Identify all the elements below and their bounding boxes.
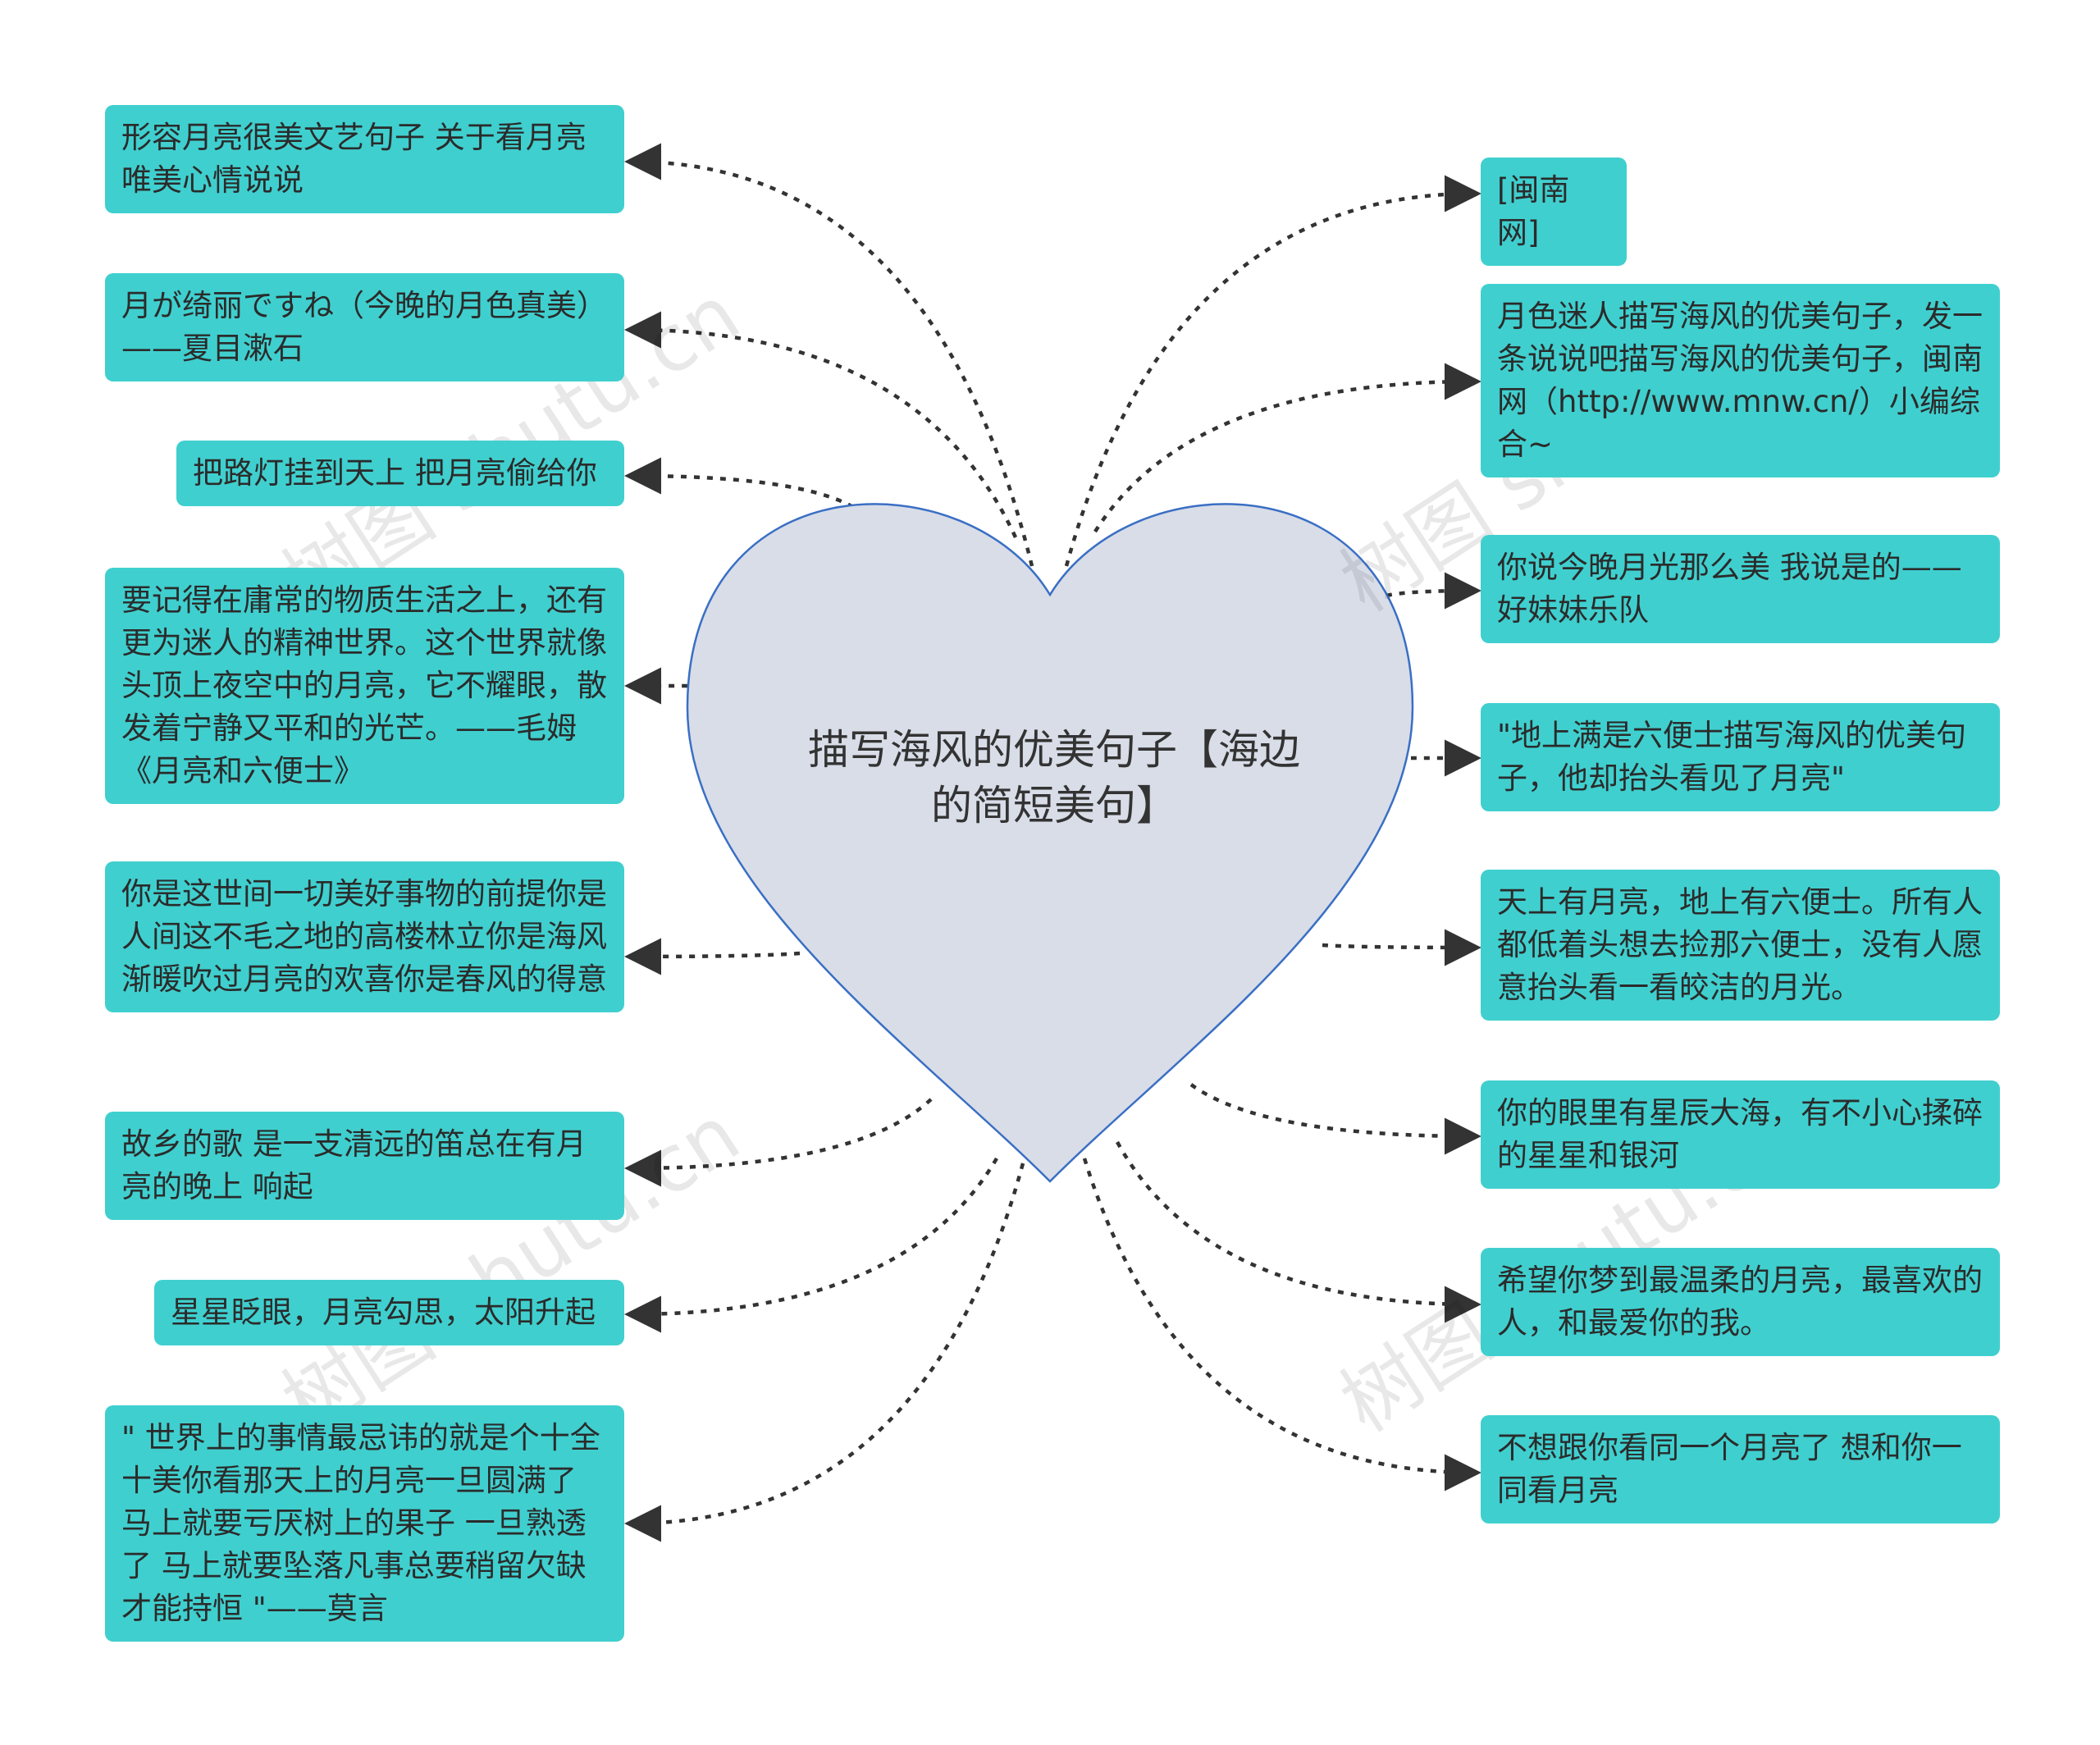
left-node-8[interactable]: " 世界上的事情最忌讳的就是个十全十美你看那天上的月亮一旦圆满了 马上就要亏厌树…	[105, 1405, 624, 1642]
right-node-4[interactable]: "地上满是六便士描写海风的优美句子，他却抬头看见了月亮"	[1481, 703, 2000, 811]
left-node-2[interactable]: 月が绮丽ですね（今晚的月色真美）——夏目漱石	[105, 273, 624, 381]
connector-line	[624, 311, 1018, 538]
connector-line	[1116, 1140, 1481, 1323]
right-node-8[interactable]: 不想跟你看同一个月亮了 想和你一同看月亮	[1481, 1415, 2000, 1523]
left-node-4[interactable]: 要记得在庸常的物质生活之上，还有更为迷人的精神世界。这个世界就像头顶上夜空中的月…	[105, 568, 624, 804]
connector-line	[1386, 572, 1481, 610]
right-node-2[interactable]: 月色迷人描写海风的优美句子，发一条说说吧描写海风的优美句子，闽南网（http:/…	[1481, 284, 2000, 477]
left-node-3[interactable]: 把路灯挂到天上 把月亮偷给你	[176, 441, 624, 506]
left-node-6[interactable]: 故乡的歌 是一支清远的笛总在有月亮的晚上 响起	[105, 1112, 624, 1220]
left-node-5[interactable]: 你是这世间一切美好事物的前提你是人间这不毛之地的高楼林立你是海风渐暖吹过月亮的欢…	[105, 861, 624, 1012]
left-node-7[interactable]: 星星眨眼，月亮勾思，太阳升起	[154, 1280, 624, 1345]
connector-line	[624, 1163, 1025, 1542]
right-node-1[interactable]: [闽南网]	[1481, 158, 1627, 266]
right-node-6[interactable]: 你的眼里有星辰大海，有不小心揉碎的星星和银河	[1481, 1080, 2000, 1189]
right-node-7[interactable]: 希望你梦到最温柔的月亮，最喜欢的人，和最爱你的我。	[1481, 1248, 2000, 1356]
right-node-3[interactable]: 你说今晚月光那么美 我说是的——好妹妹乐队	[1481, 535, 2000, 643]
connector-line	[624, 1098, 933, 1187]
connector-line	[624, 143, 1034, 567]
connector-line	[1082, 1158, 1481, 1491]
center-topic-title[interactable]: 描写海风的优美句子【海边的简短美句】	[808, 726, 1300, 829]
left-node-1[interactable]: 形容月亮很美文艺句子 关于看月亮唯美心情说说	[105, 105, 624, 213]
connector-line	[624, 457, 855, 509]
connector-line	[1093, 363, 1481, 533]
connector-line	[1322, 929, 1481, 966]
right-node-5[interactable]: 天上有月亮，地上有六便士。所有人都低着头想去捡那六便士，没有人愿意抬头看一看皎洁…	[1481, 870, 2000, 1021]
connector-line	[624, 1157, 998, 1333]
connector-lines	[624, 143, 1481, 1542]
connector-line	[1064, 175, 1481, 567]
connector-line	[1189, 1083, 1481, 1155]
center-heart-shape[interactable]	[686, 503, 1414, 1183]
connector-line	[624, 938, 801, 975]
